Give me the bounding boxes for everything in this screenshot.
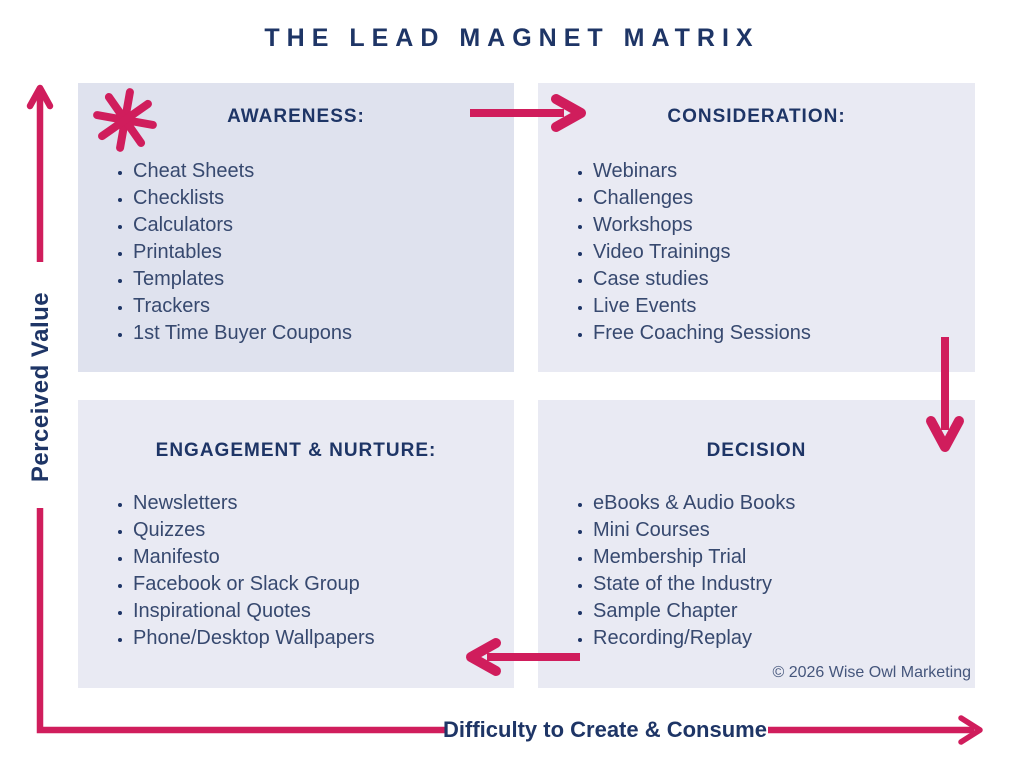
quadrant-engagement-title: ENGAGEMENT & NURTURE: (155, 440, 437, 461)
list-item: Webinars (593, 158, 975, 185)
starburst-icon (93, 88, 157, 152)
quadrant-consideration-list: Webinars Challenges Workshops Video Trai… (538, 158, 975, 347)
list-item: Challenges (593, 185, 975, 212)
list-item: Manifesto (133, 544, 514, 571)
quadrant-awareness-list: Cheat Sheets Checklists Calculators Prin… (78, 158, 514, 347)
page-title: THE LEAD MAGNET MATRIX (264, 24, 760, 52)
quadrant-decision-title: DECISION (706, 440, 807, 461)
axis-arrow-up-icon (26, 84, 54, 262)
list-item: Free Coaching Sessions (593, 320, 975, 347)
quadrant-awareness: AWARENESS: Cheat Sheets Checklists Calcu… (78, 83, 514, 372)
list-item: Case studies (593, 266, 975, 293)
list-item: Cheat Sheets (133, 158, 514, 185)
list-item: Templates (133, 266, 514, 293)
list-item: Recording/Replay (593, 625, 975, 652)
y-axis-label: Perceived Value (27, 291, 54, 483)
quadrant-decision-list: eBooks & Audio Books Mini Courses Member… (538, 490, 975, 652)
list-item: Inspirational Quotes (133, 598, 514, 625)
list-item: Checklists (133, 185, 514, 212)
axis-arrow-right-icon (768, 715, 983, 745)
list-item: Calculators (133, 212, 514, 239)
quadrant-consideration: CONSIDERATION: Webinars Challenges Works… (538, 83, 975, 372)
list-item: Sample Chapter (593, 598, 975, 625)
list-item: Printables (133, 239, 514, 266)
list-item: Phone/Desktop Wallpapers (133, 625, 514, 652)
list-item: Workshops (593, 212, 975, 239)
copyright: © 2026 Wise Owl Marketing (772, 664, 971, 681)
list-item: Live Events (593, 293, 975, 320)
quadrant-decision: DECISION eBooks & Audio Books Mini Cours… (538, 400, 975, 688)
list-item: Mini Courses (593, 517, 975, 544)
list-item: Video Trainings (593, 239, 975, 266)
list-item: State of the Industry (593, 571, 975, 598)
list-item: eBooks & Audio Books (593, 490, 975, 517)
quadrant-engagement-nurture: ENGAGEMENT & NURTURE: Newsletters Quizze… (78, 400, 514, 688)
list-item: Trackers (133, 293, 514, 320)
list-item: Facebook or Slack Group (133, 571, 514, 598)
list-item: Membership Trial (593, 544, 975, 571)
list-item: Newsletters (133, 490, 514, 517)
x-axis-label: Difficulty to Create & Consume (443, 717, 767, 742)
quadrant-awareness-title: AWARENESS: (227, 106, 365, 127)
quadrant-consideration-title: CONSIDERATION: (667, 106, 846, 127)
list-item: 1st Time Buyer Coupons (133, 320, 514, 347)
quadrant-engagement-list: Newsletters Quizzes Manifesto Facebook o… (78, 490, 514, 652)
list-item: Quizzes (133, 517, 514, 544)
